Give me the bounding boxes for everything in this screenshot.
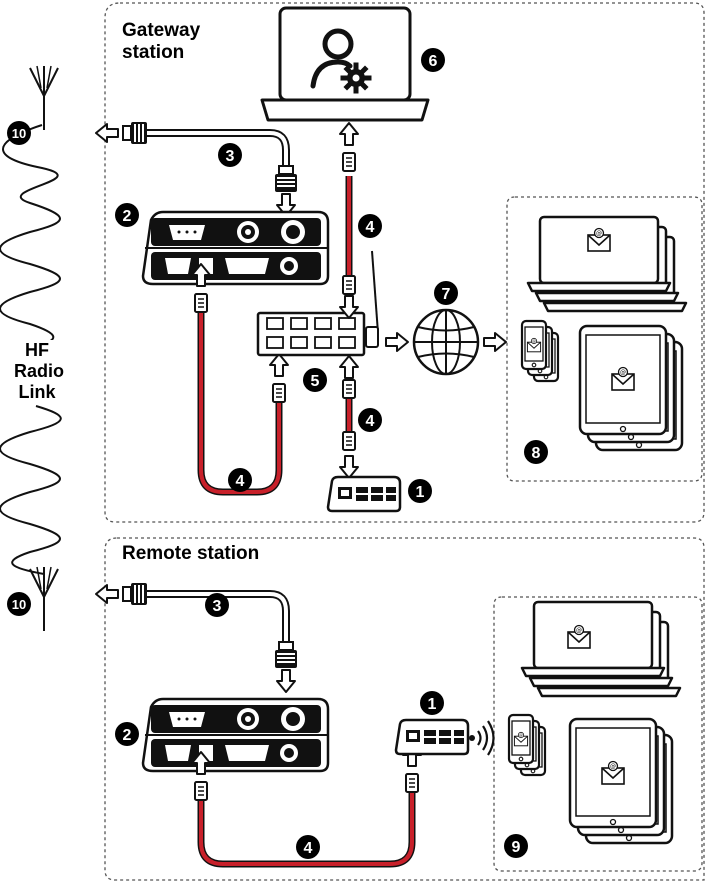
callout-eth-remote: 4 (296, 835, 320, 859)
rj45-radio-gateway (194, 293, 208, 313)
arrow-to-radio-remote (276, 669, 296, 693)
hf-label-line2: Radio (14, 361, 65, 381)
coax-connector-remote-antenna (122, 582, 148, 606)
svg-text:1: 1 (428, 696, 437, 713)
rj45-laptop-cable-top (342, 152, 356, 172)
rj45-router-remote (405, 773, 419, 793)
callout-clients-gateway: 8 (524, 440, 548, 464)
svg-text:4: 4 (366, 413, 375, 430)
remote-station-title: Remote station (122, 543, 260, 564)
svg-text:7: 7 (442, 286, 451, 303)
arrow-to-router-gateway (339, 455, 359, 479)
callout-router-remote: 1 (420, 691, 444, 715)
svg-text:3: 3 (226, 148, 235, 165)
callout-switch: 5 (303, 368, 327, 392)
gateway-station-boundary (104, 2, 705, 523)
svg-text:5: 5 (311, 373, 320, 390)
svg-text:8: 8 (532, 445, 541, 462)
wifi-waves-icon (469, 720, 495, 756)
hf-radio-wave-upper (0, 124, 61, 347)
arrow-switch-eth-left (269, 353, 289, 377)
callout-internet: 7 (434, 281, 458, 305)
arrow-from-switch-bottom (339, 355, 359, 379)
coax-connector-gateway-antenna (122, 121, 148, 145)
arrow-switch-to-internet (385, 332, 409, 352)
svg-text:9: 9 (512, 839, 521, 856)
callout-eth-laptop-gateway: 4 (358, 214, 382, 238)
callout-radio-remote: 2 (115, 722, 139, 746)
callout-clients-remote: 9 (504, 834, 528, 858)
rj45-switch-top (342, 275, 356, 295)
gateway-title-line2: station (122, 42, 185, 63)
rj45-radio-remote (194, 781, 208, 801)
remote-station-boundary (104, 537, 705, 881)
svg-text:10: 10 (12, 597, 26, 612)
coax-connector-gateway-radio (274, 165, 298, 193)
rj45-router-gateway-top (342, 431, 356, 451)
svg-text:10: 10 (12, 126, 26, 141)
svg-text:1: 1 (416, 484, 425, 501)
hf-label-line1: HF (25, 340, 49, 360)
svg-text:4: 4 (366, 219, 375, 236)
hf-radio-gateway-icon (141, 210, 331, 286)
remote-clients-boundary (493, 596, 703, 872)
svg-text:4: 4 (236, 473, 245, 490)
svg-text:2: 2 (123, 727, 132, 744)
antenna-gateway-icon (29, 65, 59, 131)
laptop-client-icon (520, 600, 666, 678)
gateway-station-title: Gateway station (122, 20, 200, 64)
arrow-to-antenna-remote (95, 584, 119, 604)
arrow-internet-to-clients (483, 332, 507, 352)
coax-cable-gateway (147, 129, 290, 168)
router-gateway-icon (326, 475, 402, 513)
remote-client-devices (507, 600, 682, 845)
hf-label-line3: Link (18, 382, 56, 402)
ethernet-switch-icon (256, 250, 379, 357)
callout-eth-router-gateway: 4 (358, 408, 382, 432)
svg-text:4: 4 (304, 840, 313, 857)
gateway-title-line1: Gateway (122, 20, 201, 41)
callout-laptop: 6 (421, 48, 445, 72)
svg-text:3: 3 (213, 598, 222, 615)
svg-text:6: 6 (429, 53, 438, 70)
coax-connector-remote-radio (274, 641, 298, 669)
arrow-to-antenna-gateway (95, 123, 119, 143)
arrow-to-laptop (339, 122, 359, 146)
laptop-admin-icon (260, 6, 430, 122)
gateway-clients-boundary (506, 196, 703, 482)
callout-coax-gateway: 3 (218, 143, 242, 167)
antenna-remote-icon (29, 566, 59, 632)
callout-radio-gateway: 2 (115, 203, 139, 227)
hf-radio-link-label: HF Radio Link (14, 340, 65, 403)
callout-antenna-remote: 10 (7, 592, 31, 616)
svg-text:2: 2 (123, 208, 132, 225)
gateway-client-devices (520, 215, 688, 452)
rj45-switch-left (272, 383, 286, 403)
callout-coax-remote: 3 (205, 593, 229, 617)
globe-icon (412, 308, 480, 376)
router-remote-icon (394, 718, 470, 756)
rj45-switch-bottom (342, 379, 356, 399)
callout-router-gateway: 1 (408, 479, 432, 503)
callout-antenna-gateway: 10 (7, 121, 31, 145)
callout-eth-radio-gateway: 4 (228, 468, 252, 492)
hf-radio-remote-icon (141, 697, 331, 773)
hf-radio-wave-lower (0, 405, 62, 575)
